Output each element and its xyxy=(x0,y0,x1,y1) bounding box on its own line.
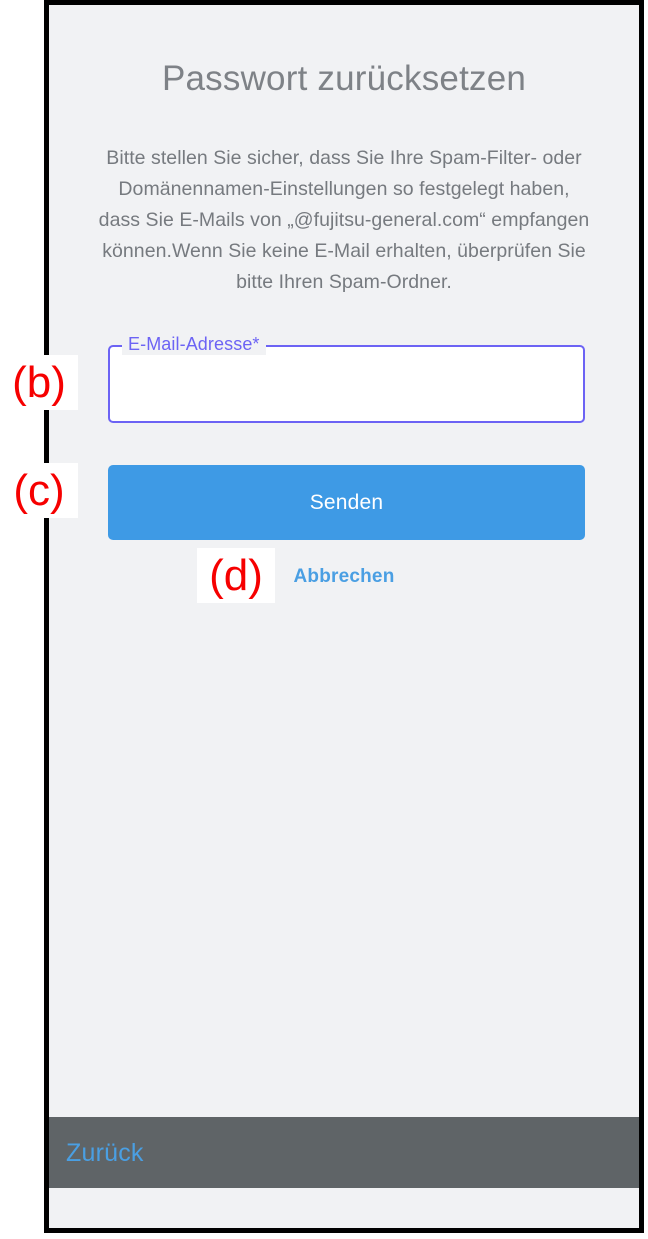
bottom-blank-strip xyxy=(49,1188,639,1228)
back-link[interactable]: Zurück xyxy=(66,1138,144,1167)
annotation-marker-b: (b) xyxy=(0,355,78,410)
bottom-navigation-bar: Zurück xyxy=(49,1117,639,1188)
annotation-marker-c: (c) xyxy=(0,463,78,518)
email-input[interactable] xyxy=(108,345,585,423)
phone-frame: Passwort zurücksetzen Bitte stellen Sie … xyxy=(44,0,644,1233)
intro-description: Bitte stellen Sie sicher, dass Sie Ihre … xyxy=(98,147,590,293)
content-area: Passwort zurücksetzen Bitte stellen Sie … xyxy=(49,5,639,1115)
email-field-label: E-Mail-Adresse* xyxy=(122,333,266,355)
app-screen: Passwort zurücksetzen Bitte stellen Sie … xyxy=(49,5,639,1228)
send-button[interactable]: Senden xyxy=(108,465,585,540)
page-title: Passwort zurücksetzen xyxy=(161,59,527,98)
cancel-link[interactable]: Abbrechen xyxy=(293,566,395,587)
annotation-marker-d: (d) xyxy=(197,548,275,603)
email-field-group: E-Mail-Adresse* xyxy=(108,333,585,423)
